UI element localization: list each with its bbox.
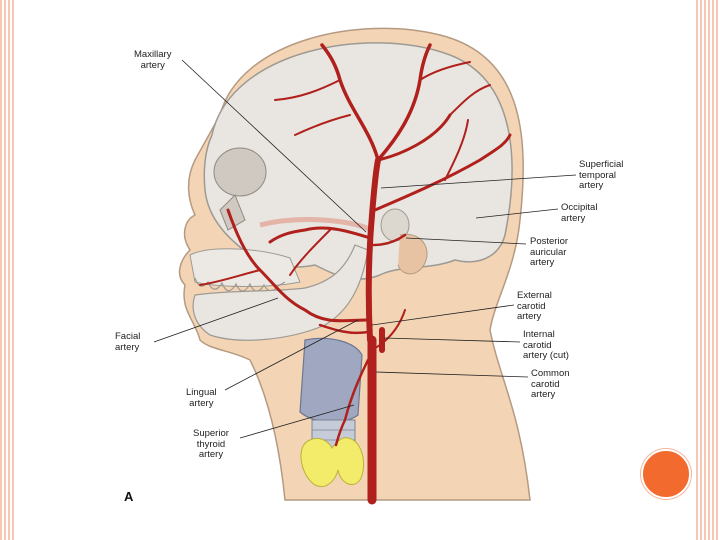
label-line: Lingual (186, 388, 217, 399)
label-superior-thyroid-artery: Superior thyroid artery (193, 429, 229, 461)
label-posterior-auricular-artery: Posterior auricular artery (530, 237, 568, 269)
label-line: artery (579, 181, 623, 192)
larynx (300, 338, 362, 422)
label-line: artery (530, 258, 568, 269)
label-line: Superior (193, 429, 229, 440)
label-line: Maxillary (134, 50, 171, 61)
label-line: Posterior (530, 237, 568, 248)
label-line: Common (531, 369, 570, 380)
anatomy-illustration (100, 20, 660, 520)
label-line: artery (193, 450, 229, 461)
label-line: artery (134, 61, 171, 72)
slide-border-right (694, 0, 720, 540)
label-line: Facial (115, 332, 140, 343)
label-line: artery (cut) (523, 351, 569, 362)
label-line: artery (115, 343, 140, 354)
label-line: artery (517, 312, 552, 323)
label-line: artery (531, 390, 570, 401)
label-line: External (517, 291, 552, 302)
label-external-carotid-artery: External carotid artery (517, 291, 552, 323)
label-maxillary-artery: Maxillary artery (134, 50, 171, 71)
label-common-carotid-artery: Common carotid artery (531, 369, 570, 401)
label-line: artery (561, 214, 597, 225)
slide-border-left (0, 0, 14, 540)
label-superficial-temporal-artery: Superficial temporal artery (579, 160, 623, 192)
label-facial-artery: Facial artery (115, 332, 140, 353)
eye-socket (214, 148, 266, 196)
head-neck-arteries-illustration (100, 20, 660, 520)
label-lingual-artery: Lingual artery (186, 388, 217, 409)
label-occipital-artery: Occipital artery (561, 203, 597, 224)
panel-letter: A (124, 489, 133, 504)
label-line: artery (186, 399, 217, 410)
label-line: Superficial (579, 160, 623, 171)
label-line: Internal (523, 330, 569, 341)
label-internal-carotid-artery: Internal carotid artery (cut) (523, 330, 569, 362)
label-line: Occipital (561, 203, 597, 214)
